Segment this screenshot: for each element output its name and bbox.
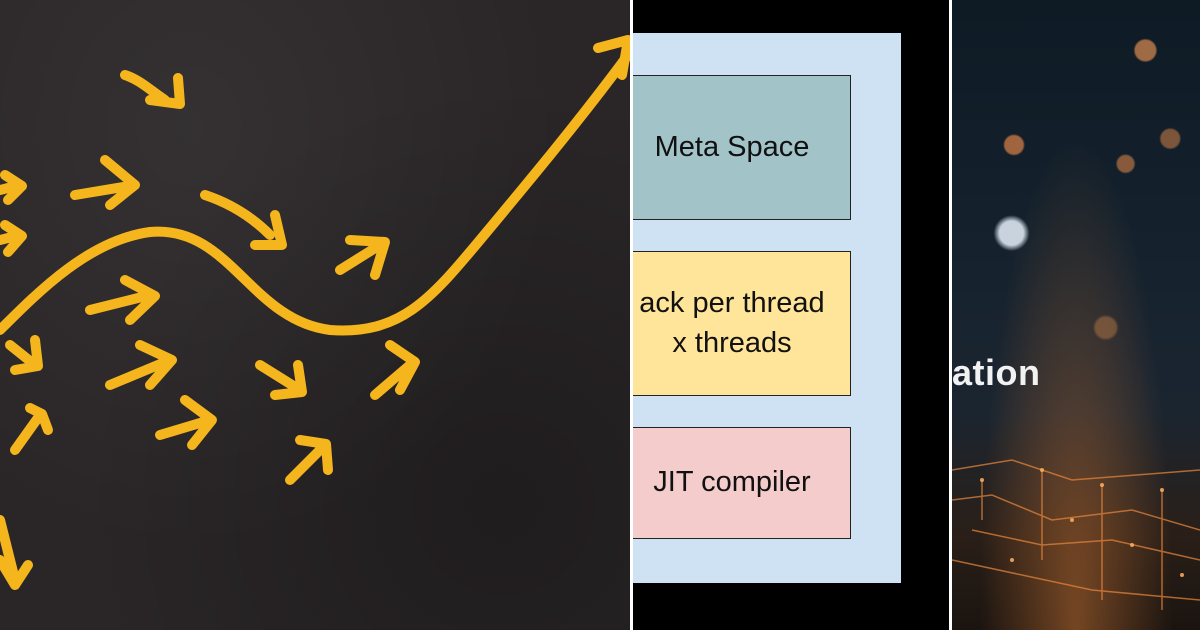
stack-per-thread-box: ack per thread x threads xyxy=(633,251,851,396)
small-arrow-5 xyxy=(0,170,27,205)
main-curve-arrowhead xyxy=(593,35,630,80)
chalkboard-texture xyxy=(0,0,630,630)
small-arrow-1 xyxy=(120,70,185,109)
panel-divider-2 xyxy=(949,0,952,630)
partial-caption-text: ation xyxy=(952,352,1041,393)
small-arrow-11 xyxy=(370,340,420,400)
small-arrow-6 xyxy=(0,220,27,257)
circuit-lines-drawing xyxy=(952,459,1200,610)
small-arrow-4 xyxy=(335,235,390,280)
main-curve-arrow xyxy=(0,50,630,336)
tech-background-image: ation xyxy=(952,0,1200,630)
chalkboard-image xyxy=(0,0,630,630)
chalk-arrows-drawing xyxy=(0,35,630,590)
jit-compiler-box: JIT compiler xyxy=(633,427,851,539)
small-arrow-8 xyxy=(5,335,43,375)
jit-compiler-label: JIT compiler xyxy=(653,466,811,499)
small-arrow-14 xyxy=(285,435,333,485)
small-arrow-13 xyxy=(10,403,53,455)
panel-divider-1 xyxy=(630,0,633,630)
small-arrow-7 xyxy=(85,275,160,325)
threads-count-label: x threads xyxy=(672,326,792,359)
small-arrow-2 xyxy=(70,155,140,210)
small-arrow-15 xyxy=(0,515,33,590)
meta-space-box: Meta Space xyxy=(633,75,851,220)
meta-space-label: Meta Space xyxy=(654,130,810,163)
small-arrow-9 xyxy=(105,340,177,390)
stack-per-thread-label: ack per thread xyxy=(639,287,825,320)
small-arrow-12 xyxy=(155,395,217,450)
small-arrow-10 xyxy=(255,360,307,400)
memory-diagram-image: Meta Space ack per thread x threads JIT … xyxy=(633,0,947,630)
small-arrow-3 xyxy=(200,190,287,250)
